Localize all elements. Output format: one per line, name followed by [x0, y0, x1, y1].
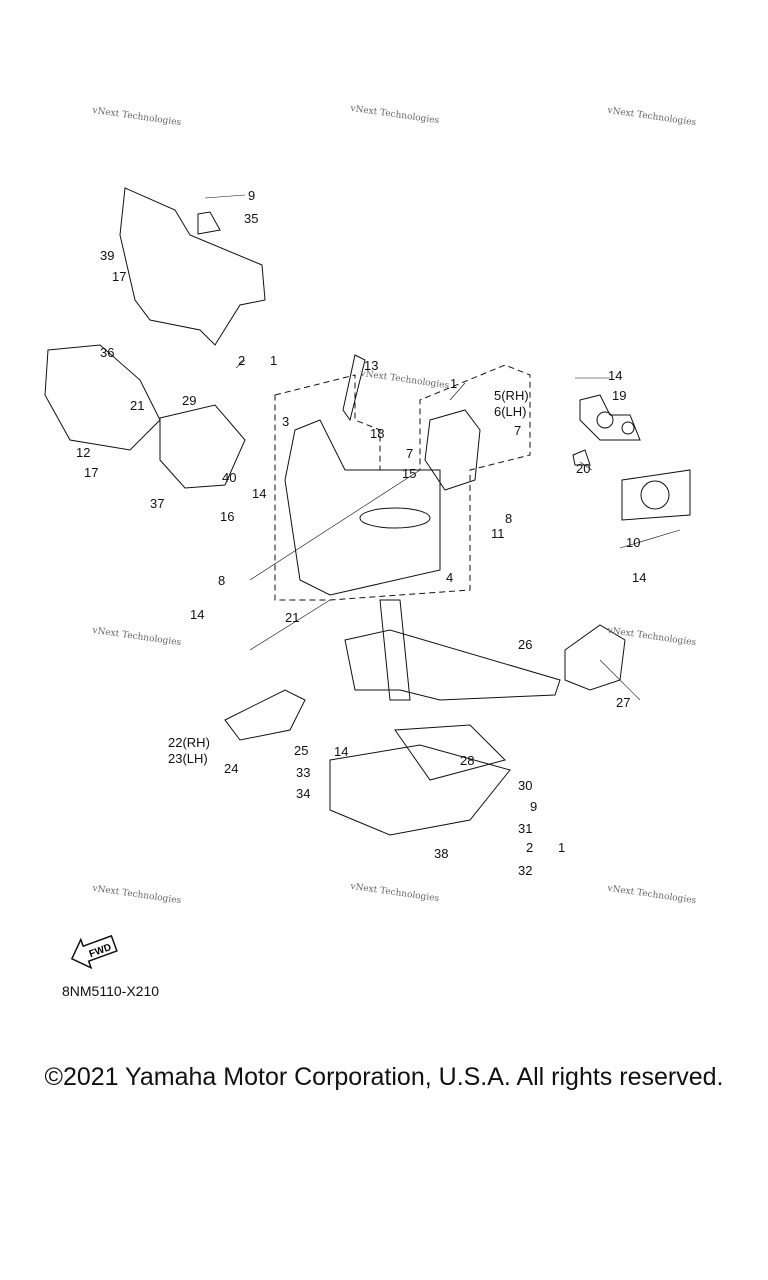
front-panel-part: [284, 419, 441, 596]
callout-label: 14: [632, 570, 646, 585]
callout-label: 7: [514, 423, 521, 438]
callout-label: 28: [460, 753, 474, 768]
callout-label: 40: [222, 470, 236, 485]
callout-label: 19: [612, 388, 626, 403]
callout-label: 17: [84, 465, 98, 480]
callout-label: 21: [285, 610, 299, 625]
callout-label: 36: [100, 345, 114, 360]
callout-label: 10: [626, 535, 640, 550]
callout-label: 16: [220, 509, 234, 524]
callout-label: 39: [100, 248, 114, 263]
callout-label: 26: [518, 637, 532, 652]
callout-label: 25: [294, 743, 308, 758]
callout-label: 34: [296, 786, 310, 801]
callout-label: 15: [402, 466, 416, 481]
callout-label: 2: [238, 353, 245, 368]
callout-label: 3: [282, 414, 289, 429]
callout-label: 30: [518, 778, 532, 793]
callout-label: 32: [518, 863, 532, 878]
callout-label: 11: [491, 526, 505, 541]
callout-label: 9: [530, 799, 537, 814]
plate-part: [579, 394, 641, 441]
callout-label: 1: [558, 840, 565, 855]
callout-label: 14: [334, 744, 348, 759]
callout-label: 7: [406, 446, 413, 461]
callout-label: 27: [616, 695, 630, 710]
callout-label: 14: [190, 607, 204, 622]
callout-label: 5(RH): [494, 388, 529, 403]
callout-label: 1: [270, 353, 277, 368]
callout-label: 8: [218, 573, 225, 588]
callout-label: 14: [252, 486, 266, 501]
callout-label: 8: [505, 511, 512, 526]
arm-part: [224, 689, 306, 741]
callout-label: 1: [450, 376, 457, 391]
callout-label: 17: [112, 269, 126, 284]
callout-label: 21: [130, 398, 144, 413]
callout-label: 9: [248, 188, 255, 203]
assembly-boundary: [274, 364, 531, 601]
callout-label: 18: [370, 426, 384, 441]
callout-label: 4: [446, 570, 453, 585]
callout-label: 37: [150, 496, 164, 511]
fwd-arrow-icon: FWD: [70, 934, 118, 970]
callout-label: 20: [576, 461, 590, 476]
callout-label: 12: [76, 445, 90, 460]
callout-label: 29: [182, 393, 196, 408]
left-guard-part: [44, 344, 161, 451]
callout-label: 38: [434, 846, 448, 861]
callout-label: 31: [518, 821, 532, 836]
callout-label: 23(LH): [168, 751, 208, 766]
plate-10-part: [621, 469, 691, 521]
diagram-code: 8NM5110-X210: [62, 983, 160, 999]
bracket-part: [424, 409, 481, 491]
copyright-notice: ©2021 Yamaha Motor Corporation, U.S.A. A…: [44, 1063, 724, 1091]
callout-label: 13: [364, 358, 378, 373]
callout-label: 2: [526, 840, 533, 855]
skid-plate-part: [329, 744, 511, 836]
callout-label: 35: [244, 211, 258, 226]
callout-label: 6(LH): [494, 404, 527, 419]
callout-label: 14: [608, 368, 622, 383]
callout-label: 22(RH): [168, 735, 210, 750]
part-outlines: [44, 187, 691, 836]
callout-label: 24: [224, 761, 238, 776]
upper-cover-part: [119, 187, 266, 346]
frame-part: [344, 629, 561, 701]
callout-label: 33: [296, 765, 310, 780]
guard-part: [159, 404, 246, 489]
